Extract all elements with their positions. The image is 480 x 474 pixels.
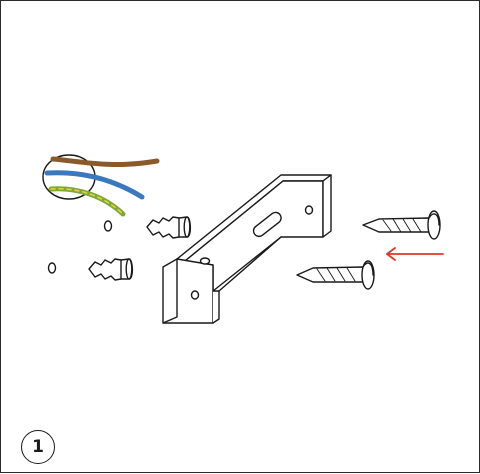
bracket-hole-top [199,257,211,265]
green-yellow-wire-stripe [50,187,124,215]
wall-hole-lower [47,262,57,274]
direction-arrow [386,247,444,261]
wall-hole-upper [103,220,113,232]
wall-bracket [162,174,332,324]
screw-lower [296,260,375,290]
wall-plug-upper [146,216,192,239]
step-number-badge: 1 [21,430,55,464]
bracket-slot [252,211,282,238]
screw-upper [362,210,441,240]
bracket-screw-hole-lower [190,290,200,300]
bracket-side [322,174,332,238]
brown-wire [50,156,160,167]
cable-outlet [42,154,160,217]
bracket-front-plate [162,258,214,324]
bracket-screw-hole-upper [304,205,314,215]
step-number: 1 [32,436,44,457]
wall-plug-lower [88,258,134,281]
blue-wire [44,170,145,200]
